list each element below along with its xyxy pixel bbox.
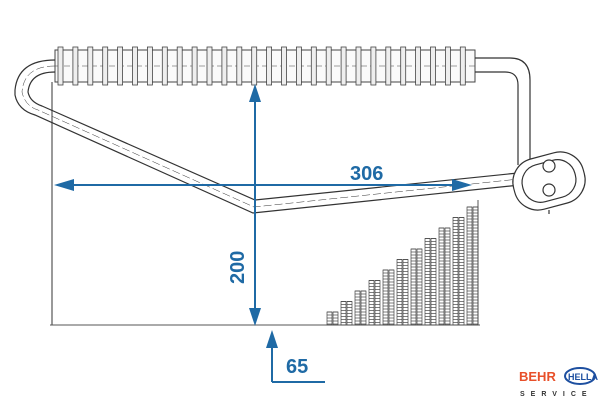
tank-rib [340,46,347,86]
service-tagline: SERVICE [520,391,593,398]
tank-rib [400,46,407,86]
behr-hella-logo: BEHR HELLA SERVICE [519,367,598,398]
tank-rib [415,46,422,86]
tank-rib [459,46,466,86]
tank-rib [236,46,243,86]
fin-column [472,206,479,326]
tank-rib [146,46,153,86]
fin-column [452,217,459,326]
tank-rib [251,46,258,86]
tank-rib [132,46,138,86]
tank-rib [355,46,362,86]
tank-rib [191,46,198,86]
dimension-lines [54,84,472,383]
tank-rib [281,46,287,86]
fin-column [326,311,333,326]
fin-column [410,248,417,326]
fin-column [374,280,381,326]
fin-column [438,227,445,326]
height-dimension-label: 200 [227,251,249,284]
fin-column [332,311,339,326]
fin-column [424,238,431,326]
outlet-pipe [475,57,531,165]
hella-logo-text: HELLA [568,372,598,382]
tank-rib [385,46,392,86]
behr-logo-text: BEHR [519,369,556,384]
fin-column [346,301,353,326]
fin-column [382,269,389,326]
tank-rib [102,46,109,86]
inlet-pipe [14,59,521,214]
tank-rib [161,46,168,86]
fin-column [396,259,403,326]
depth-dimension-label: 65 [286,356,308,378]
connector-flange [512,151,586,214]
tank-rib [430,46,436,86]
fin-column [466,206,473,326]
tank-rib [176,46,183,86]
tank-rib [206,46,213,86]
tank-rib [444,46,451,86]
tank-rib [87,46,94,86]
tank-rib [295,46,302,86]
tank-rib [266,46,273,86]
tank-rib [117,46,123,86]
fin-column [354,290,361,326]
fin-column [416,248,423,326]
tank-rib [57,46,64,86]
fin-column [402,259,409,326]
fin-column [388,269,395,326]
fin-column [458,217,465,326]
fin-column [430,238,437,326]
fin-column [368,280,375,326]
stepped-fins [326,206,479,326]
fin-column [360,290,367,326]
width-dimension-label: 306 [350,163,383,185]
tank-rib [310,46,317,86]
tank-rib [221,46,228,86]
tank-rib [72,46,79,86]
top-tank [54,46,476,86]
core-outline [50,82,480,326]
tank-rib [325,46,332,86]
fin-column [340,301,347,326]
fin-column [444,227,451,326]
tank-rib [370,46,377,86]
